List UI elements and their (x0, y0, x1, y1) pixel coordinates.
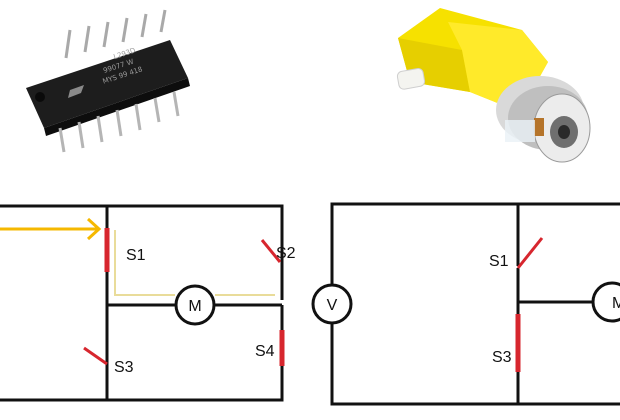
motor-label-right: M (612, 295, 620, 312)
switch-s1-right (516, 237, 544, 269)
chip-photo: L293D 99077 W MYS 99 418 (26, 9, 190, 153)
switch-s2 (260, 239, 282, 263)
current-arrow-icon (0, 217, 102, 241)
voltmeter-label: V (327, 297, 338, 314)
right-h-bridge-diagram (330, 202, 620, 406)
label-s3: S3 (114, 359, 134, 376)
motor-symbol-right (591, 281, 620, 323)
label-s4: S4 (255, 343, 275, 360)
label-s1: S1 (126, 247, 146, 264)
switch-s3 (83, 346, 108, 366)
label-s1-right: S1 (489, 253, 509, 270)
left-h-bridge-diagram (0, 204, 284, 402)
gear-motor-photo (396, 8, 591, 163)
label-s2: S2 (276, 245, 296, 262)
st-logo-icon (68, 85, 84, 98)
voltmeter-symbol (311, 283, 353, 325)
current-path-line (114, 230, 175, 296)
motor-label: M (188, 298, 201, 315)
motor-symbol (174, 284, 216, 326)
label-s3-right: S3 (492, 349, 512, 366)
